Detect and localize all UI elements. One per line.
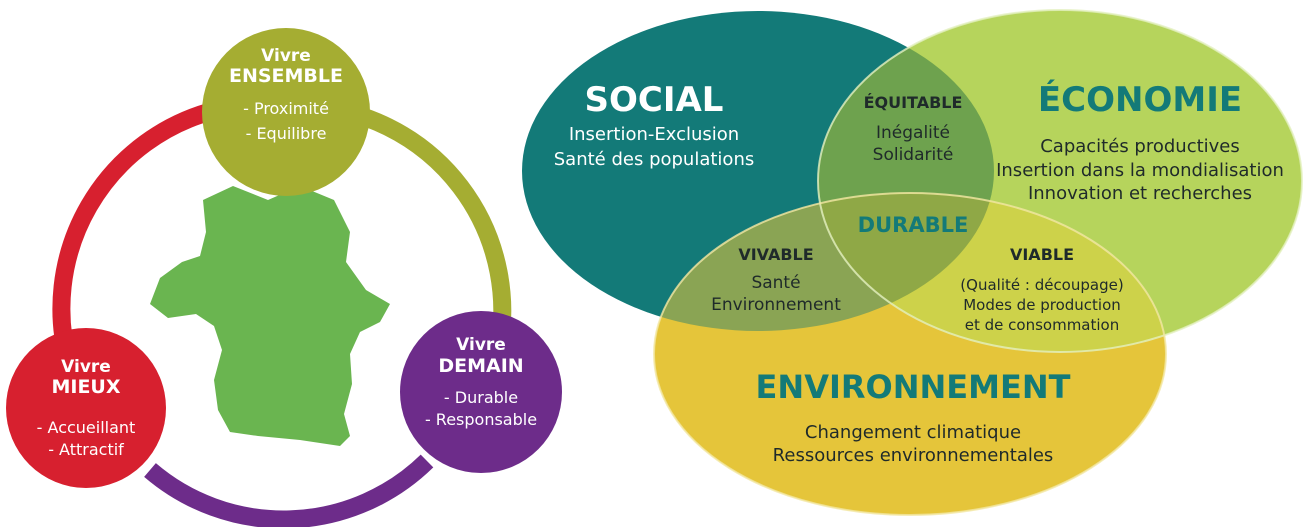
ensemble-item1: - Proximité	[243, 99, 329, 118]
outline-economie	[817, 9, 1303, 353]
social-title: SOCIAL	[585, 80, 724, 120]
vivable-line2: Environnement	[711, 295, 841, 315]
social-line1: Insertion-Exclusion	[569, 124, 739, 145]
environnement-line2: Ressources environnementales	[773, 445, 1054, 466]
economie-line1: Capacités productives	[1040, 136, 1240, 157]
economie-title: ÉCONOMIE	[1038, 79, 1242, 120]
social-line2: Santé des populations	[554, 149, 754, 170]
demain-item1: - Durable	[444, 388, 518, 407]
equitable-line2: Solidarité	[873, 145, 954, 165]
ensemble-line2: ENSEMBLE	[229, 65, 343, 87]
ensemble-item2: - Equilibre	[246, 124, 327, 143]
durable-title: DURABLE	[858, 213, 969, 237]
demain-item2: - Responsable	[425, 410, 537, 429]
environnement-title: ENVIRONNEMENT	[756, 368, 1071, 406]
economie-line2: Insertion dans la mondialisation	[996, 160, 1284, 181]
equitable-line1: Inégalité	[876, 123, 950, 143]
outline-environnement	[653, 192, 1167, 516]
mieux-item1: - Accueillant	[37, 418, 136, 437]
demain-line2: DEMAIN	[438, 355, 523, 377]
demain-line1: Vivre	[456, 335, 506, 355]
economie-line3: Innovation et recherches	[1028, 183, 1252, 204]
equitable-title: ÉQUITABLE	[864, 93, 963, 112]
viable-line1: (Qualité : découpage)	[960, 276, 1123, 294]
environnement-line1: Changement climatique	[805, 422, 1021, 443]
ensemble-line1: Vivre	[261, 46, 311, 66]
mieux-line1: Vivre	[61, 357, 111, 377]
ring-arc-purple	[144, 454, 434, 527]
territory-map-icon	[150, 186, 390, 446]
viable-title: VIABLE	[1010, 245, 1074, 264]
vivable-title: VIVABLE	[738, 245, 813, 264]
venn-diagram: SOCIAL Insertion-Exclusion Santé des pop…	[522, 9, 1303, 516]
ring-arc-red	[52, 101, 219, 367]
mieux-item2: - Attractif	[48, 440, 124, 459]
overlap-economie-environnement	[818, 193, 1166, 352]
overlap-social-environnement	[654, 193, 994, 331]
circle-vivre-ensemble: Vivre ENSEMBLE - Proximité - Equilibre	[202, 28, 370, 196]
circle-vivre-demain: Vivre DEMAIN - Durable - Responsable	[400, 311, 562, 473]
vivable-line1: Santé	[751, 273, 800, 293]
viable-line3: et de consommation	[965, 316, 1119, 334]
circle-vivre-mieux: Vivre MIEUX - Accueillant - Attractif	[6, 328, 166, 488]
viable-line2: Modes de production	[963, 296, 1121, 314]
mieux-line2: MIEUX	[51, 376, 120, 398]
